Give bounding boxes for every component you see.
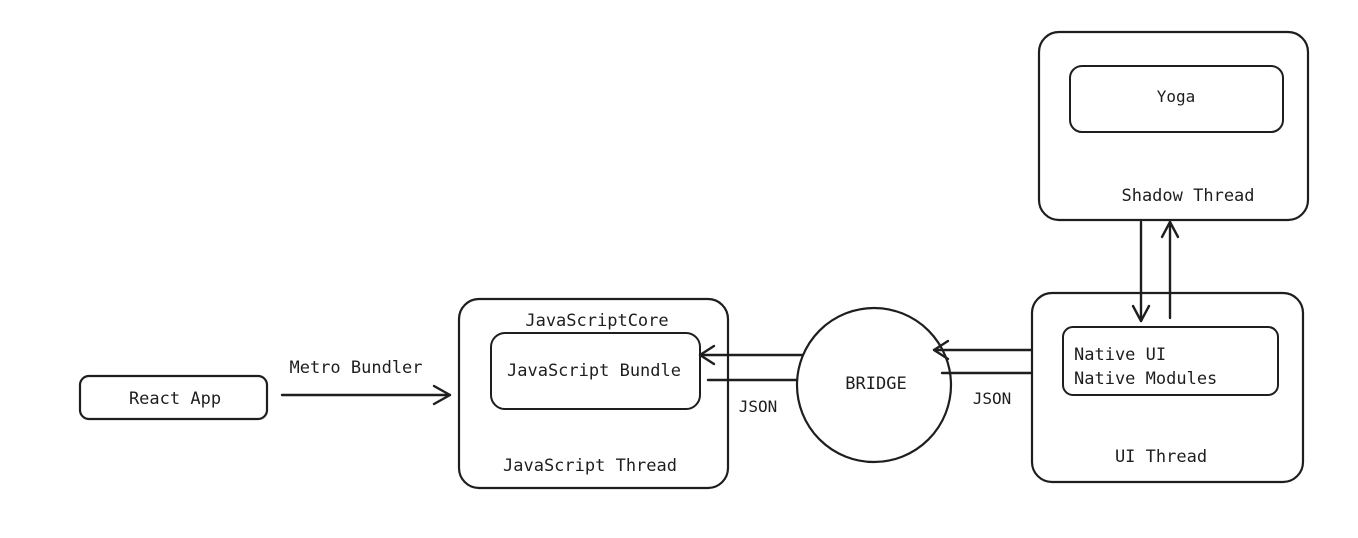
- native-modules-box: [1062, 326, 1279, 396]
- ui-to-shadow-arrow-head: [1160, 220, 1180, 239]
- shadow-thread-label: Shadow Thread: [1121, 186, 1254, 206]
- native-to-bridge-arrow-head: [932, 339, 950, 361]
- bridge-circle: [795, 306, 953, 464]
- metro-bundler-edge: Metro Bundler: [280, 358, 452, 406]
- bridge-label: BRIDGE: [845, 374, 906, 394]
- yoga-label: Yoga: [1157, 87, 1196, 106]
- ui-thread-label: UI Thread: [1115, 447, 1207, 467]
- native-ui-label: Native UI: [1074, 345, 1166, 365]
- ui-thread-node: Native UI Native Modules UI Thread: [1030, 291, 1305, 484]
- react-app-label: React App: [129, 389, 221, 409]
- metro-bundler-arrow-head: [432, 384, 452, 406]
- js-to-bridge-label: JSON: [739, 397, 778, 416]
- bridge-to-native-label: JSON: [973, 389, 1012, 408]
- react-app-node: React App: [78, 374, 269, 421]
- react-app-box: [78, 374, 269, 421]
- javascript-thread-label: JavaScript Thread: [503, 456, 677, 476]
- native-to-bridge-edge: [932, 339, 1048, 361]
- shadow-thread-node: Yoga Shadow Thread: [1037, 30, 1310, 222]
- ui-to-shadow-edge: [1160, 220, 1180, 320]
- javascript-bundle-box: [490, 332, 701, 410]
- javascript-core-label: JavaScriptCore: [525, 311, 668, 331]
- bridge-node: BRIDGE: [795, 306, 953, 464]
- bridge-to-js-edge: [698, 344, 812, 366]
- shadow-to-ui-edge: [1131, 220, 1151, 323]
- shadow-to-ui-arrow-head: [1131, 304, 1151, 323]
- javascript-thread-node: JavaScriptCore JavaScript Bundle JavaScr…: [457, 297, 730, 490]
- bridge-to-js-arrow-head: [698, 344, 716, 366]
- javascript-bundle-label: JavaScript Bundle: [507, 361, 681, 381]
- metro-bundler-label: Metro Bundler: [289, 358, 422, 378]
- yoga-box: [1069, 65, 1284, 133]
- native-modules-label: Native Modules: [1074, 369, 1217, 389]
